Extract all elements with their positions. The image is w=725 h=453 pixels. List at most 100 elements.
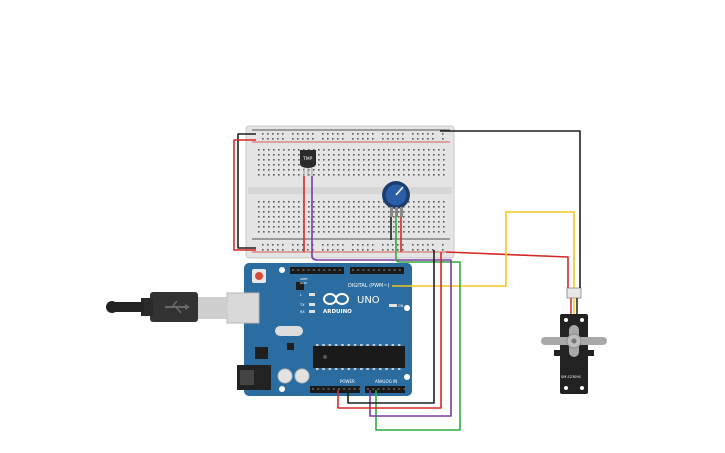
breadboard-hole [263, 149, 265, 151]
chip-pin [347, 368, 350, 370]
temperature-sensor[interactable]: TMP [300, 150, 316, 176]
breadboard-rail-hole [432, 244, 434, 246]
usb-cable[interactable] [106, 292, 228, 322]
breadboard-hole [328, 206, 330, 208]
wire-black-left-rail[interactable] [237, 133, 256, 249]
breadboard-hole [353, 221, 355, 223]
breadboard-hole [333, 174, 335, 176]
breadboard-rail-hole [417, 133, 419, 135]
breadboard-hole [398, 226, 400, 228]
arduino-uno-board[interactable]: DIGITAL (PWM~) L TX RX ON AREF GND ARDUI… [226, 263, 412, 396]
breadboard-hole [413, 211, 415, 213]
breadboard-rail-hole [392, 138, 394, 140]
breadboard-hole [408, 174, 410, 176]
breadboard-hole [438, 231, 440, 233]
breadboard-rail-hole [282, 138, 284, 140]
breadboard-hole [278, 201, 280, 203]
breadboard-rail-hole [382, 138, 384, 140]
pot-leg [400, 207, 403, 217]
breadboard-hole [403, 231, 405, 233]
breadboard-hole [368, 174, 370, 176]
breadboard[interactable] [245, 125, 455, 259]
breadboard-hole [378, 226, 380, 228]
breadboard-hole [398, 174, 400, 176]
digital-header-right[interactable] [350, 267, 404, 274]
digital-header-left[interactable] [290, 267, 344, 274]
breadboard-hole [343, 216, 345, 218]
breadboard-rail-hole [332, 133, 334, 135]
breadboard-hole [343, 174, 345, 176]
breadboard-hole [293, 216, 295, 218]
servo-horn[interactable] [541, 325, 607, 357]
breadboard-rail-hole [392, 133, 394, 135]
wire-red-left-rail[interactable] [233, 139, 256, 251]
breadboard-hole [418, 231, 420, 233]
breadboard-hole [383, 159, 385, 161]
breadboard-hole [338, 149, 340, 151]
breadboard-hole [353, 201, 355, 203]
breadboard-hole [338, 226, 340, 228]
breadboard-hole [418, 154, 420, 156]
breadboard-hole [288, 206, 290, 208]
breadboard-rail-hole [357, 138, 359, 140]
breadboard-hole [308, 201, 310, 203]
breadboard-rail-hole [262, 244, 264, 246]
breadboard-rail-hole [367, 138, 369, 140]
wire-black-arduino-ground[interactable] [347, 250, 435, 404]
breadboard-rail-hole [402, 249, 404, 251]
wire-red-arduino-5v[interactable] [337, 252, 442, 409]
header-pin [403, 388, 406, 390]
breadboard-hole [368, 216, 370, 218]
breadboard-rail-hole [417, 244, 419, 246]
breadboard-hole [273, 206, 275, 208]
breadboard-hole [308, 226, 310, 228]
breadboard-hole [263, 159, 265, 161]
breadboard-hole [343, 169, 345, 171]
analog-header[interactable] [365, 386, 405, 393]
breadboard-rail-hole [362, 244, 364, 246]
header-pin [322, 388, 325, 390]
breadboard-hole [363, 164, 365, 166]
breadboard-hole [378, 154, 380, 156]
wire-yellow-servo-signal[interactable] [392, 211, 575, 288]
breadboard-hole [418, 211, 420, 213]
potentiometer[interactable] [382, 181, 410, 217]
voltage-regulator [255, 347, 268, 359]
breadboard-hole [318, 211, 320, 213]
breadboard-rail-hole [352, 244, 354, 246]
breadboard-hole [443, 231, 445, 233]
breadboard-rail-hole [417, 138, 419, 140]
power-header[interactable] [310, 386, 360, 393]
wire-purple-sensor-signal[interactable] [311, 176, 406, 261]
breadboard-hole [418, 164, 420, 166]
breadboard-hole [423, 149, 425, 151]
servo-label: SM-S2309S [561, 375, 582, 379]
breadboard-hole [278, 226, 280, 228]
breadboard-hole [258, 211, 260, 213]
header-pin [332, 388, 335, 390]
breadboard-hole [278, 174, 280, 176]
breadboard-hole [423, 169, 425, 171]
rx-led [309, 310, 315, 313]
breadboard-hole [393, 164, 395, 166]
breadboard-hole [443, 216, 445, 218]
wire-black-servo-ground[interactable] [440, 130, 581, 288]
header-pin [292, 269, 294, 271]
breadboard-hole [288, 174, 290, 176]
header-pin [398, 269, 401, 271]
breadboard-hole [368, 164, 370, 166]
breadboard-hole [293, 211, 295, 213]
wire-green-pot-signal[interactable] [375, 217, 461, 431]
breadboard-hole [258, 159, 260, 161]
breadboard-hole [323, 206, 325, 208]
breadboard-hole [428, 154, 430, 156]
power-label: POWER [340, 379, 355, 384]
breadboard-hole [318, 201, 320, 203]
breadboard-hole [403, 154, 405, 156]
breadboard-hole [273, 231, 275, 233]
wire-red-servo-power[interactable] [445, 251, 569, 288]
breadboard-hole [293, 231, 295, 233]
breadboard-rail-hole [432, 249, 434, 251]
servo-motor[interactable]: SM-S2309S [541, 287, 607, 394]
breadboard-hole [428, 221, 430, 223]
